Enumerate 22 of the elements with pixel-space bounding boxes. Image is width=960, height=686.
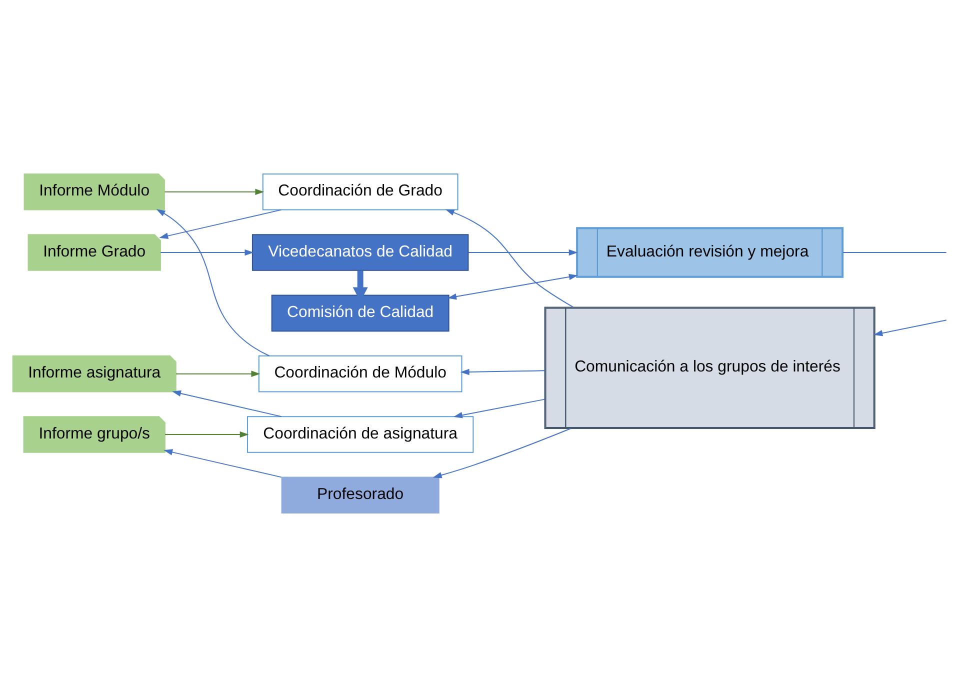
arrow (460, 368, 546, 375)
arrow (172, 390, 282, 417)
arrow (164, 430, 249, 438)
arrow (159, 208, 282, 238)
connector (842, 252, 947, 253)
arrow (874, 319, 947, 336)
node-box: Profesorado (281, 476, 440, 514)
node-box: Comisión de Calidad (271, 294, 450, 332)
arrow (448, 273, 578, 300)
arrow (445, 208, 574, 308)
arrow (164, 448, 282, 478)
arrow (176, 370, 260, 376)
node-box: Coordinación de Módulo (258, 354, 462, 392)
arrow (468, 248, 578, 256)
arrow (156, 208, 270, 356)
node-box: Vicedecanatos de Calidad (252, 234, 469, 270)
arrow (432, 428, 571, 478)
node-box: Coordinación de Grado (262, 172, 458, 210)
node-box: Coordinación de asignatura (246, 416, 474, 452)
arrow (160, 248, 254, 256)
arrow (453, 398, 546, 418)
arrow (164, 188, 264, 195)
